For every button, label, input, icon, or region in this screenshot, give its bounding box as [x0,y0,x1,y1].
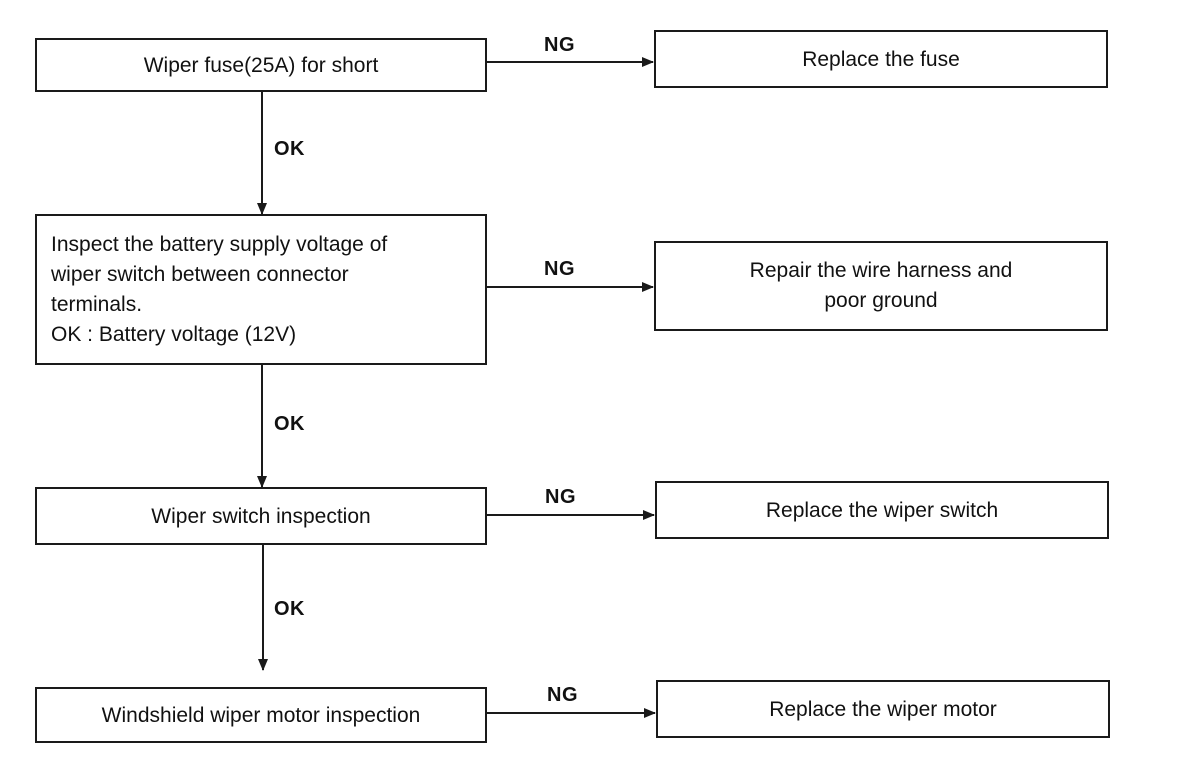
ng-label-4: NG [547,684,578,706]
ok-label-2: OK [274,413,305,435]
check-text-battery-voltage: Inspect the battery supply voltage of wi… [51,232,388,346]
action-text-replace-switch: Replace the wiper switch [765,498,999,522]
check-box-battery-voltage: Inspect the battery supply voltage of wi… [35,214,487,365]
check-box-fuse: Wiper fuse(25A) for short [35,38,487,92]
check-box-wiper-motor: Windshield wiper motor inspection [35,687,487,743]
check-box-wiper-switch: Wiper switch inspection [35,487,487,545]
action-box-replace-fuse: Replace the fuse [654,30,1108,88]
action-text-replace-motor: Replace the wiper motor [769,697,997,721]
ok-label-3: OK [274,598,305,620]
check-text-wiper-switch: Wiper switch inspection [151,504,371,528]
action-box-replace-switch: Replace the wiper switch [655,481,1109,539]
action-text-repair-harness: Repair the wire harness and poor ground [749,259,1013,312]
action-box-repair-harness: Repair the wire harness and poor ground [654,241,1108,331]
action-box-replace-motor: Replace the wiper motor [656,680,1110,738]
action-text-replace-fuse: Replace the fuse [802,47,960,71]
ng-label-3: NG [545,486,576,508]
ok-label-1: OK [274,138,305,160]
check-text-fuse: Wiper fuse(25A) for short [143,53,379,77]
ng-label-2: NG [544,258,575,280]
check-text-wiper-motor: Windshield wiper motor inspection [101,703,421,727]
ng-label-1: NG [544,34,575,56]
